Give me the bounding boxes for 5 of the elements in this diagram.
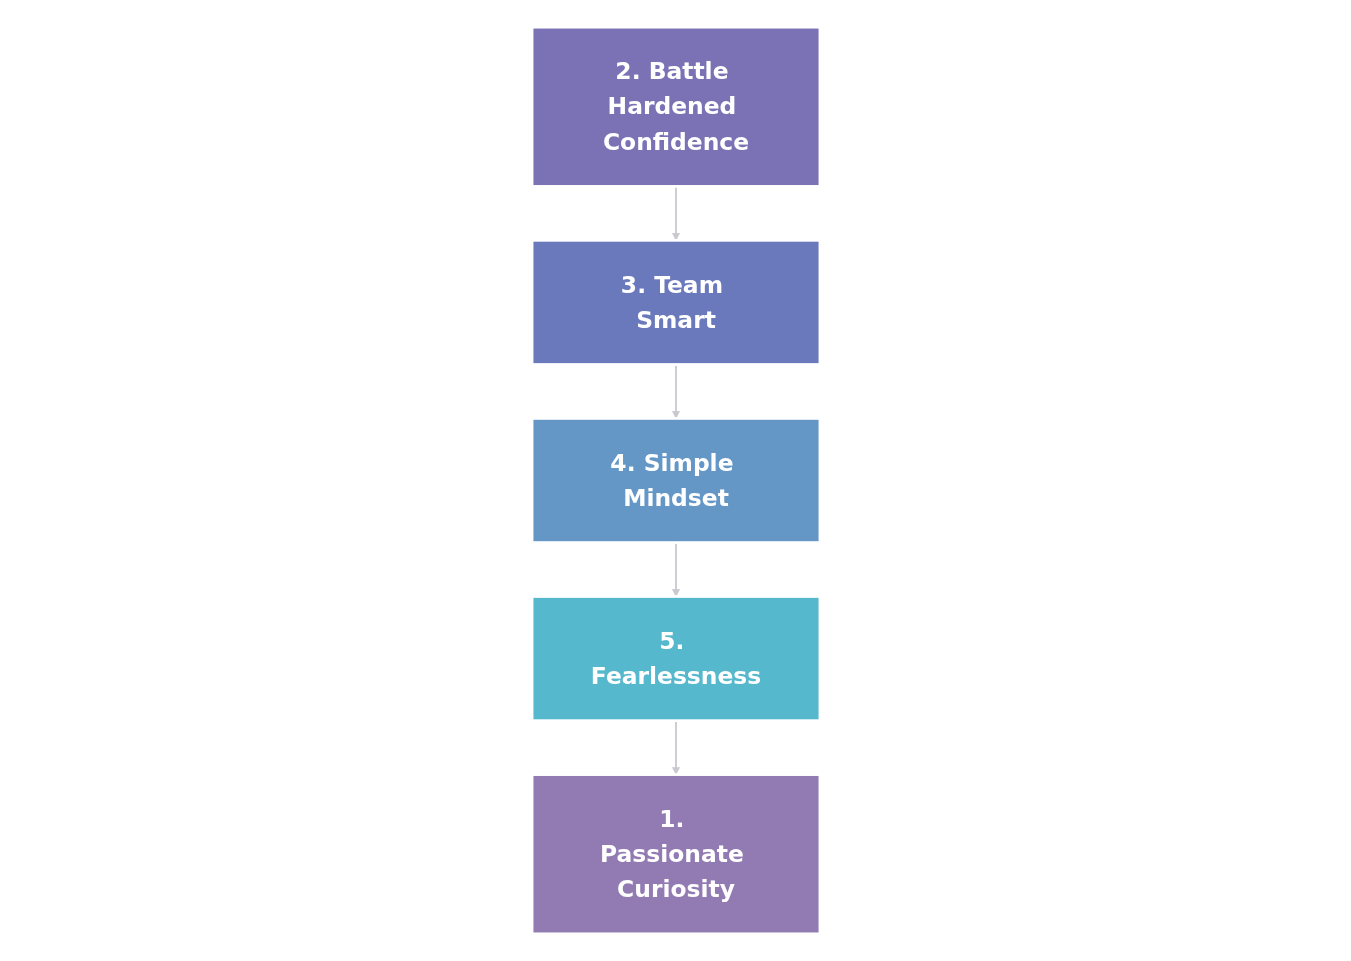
node-box: 5. Fearlessness [530, 595, 821, 722]
node-box: 3. Team Smart [530, 239, 821, 366]
node-box: 2. Battle Hardened Confidence [530, 25, 821, 188]
node-box: 4. Simple Mindset [530, 417, 821, 544]
node-box: 1. Passionate Curiosity [530, 773, 821, 936]
